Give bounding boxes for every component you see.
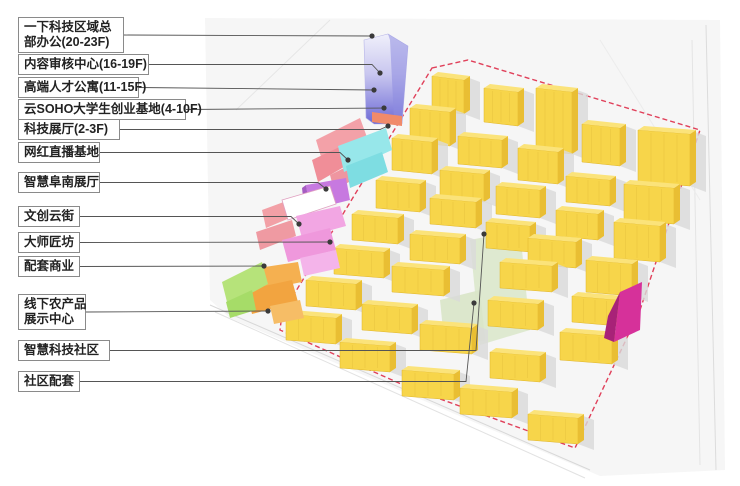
hq-tower xyxy=(363,33,409,126)
leader-dot-livestream xyxy=(345,157,351,163)
residential-block xyxy=(429,194,492,234)
residential-block xyxy=(637,126,706,192)
leader-line-apartment xyxy=(138,87,375,91)
teal-zone xyxy=(338,128,392,188)
label-agri-line-2: 展示中心 xyxy=(24,312,75,326)
residential-block xyxy=(499,258,568,298)
residential-block xyxy=(555,206,614,246)
residential-block xyxy=(431,72,480,120)
leader-dot-hq xyxy=(369,33,375,39)
label-community-line-1: 智慧科技社区 xyxy=(24,343,100,357)
leader-dot-apartment xyxy=(371,87,377,93)
leader-dot-facility xyxy=(471,300,477,306)
residential-block xyxy=(457,132,518,174)
leader-line-community xyxy=(110,233,485,351)
residential-block xyxy=(333,244,400,284)
label-funan-line-1: 智慧阜南展厅 xyxy=(24,175,100,189)
leader-line-craft xyxy=(79,241,331,243)
residential-block xyxy=(613,218,676,268)
leader-line-soho xyxy=(185,107,385,110)
leader-lines xyxy=(79,33,487,382)
label-funan: 智慧阜南展厅 xyxy=(18,172,100,193)
community-facility-building xyxy=(604,282,642,342)
label-community: 智慧科技社区 xyxy=(18,340,110,361)
label-retail: 配套商业 xyxy=(18,256,80,277)
label-hq-line-1: 一下科技区域总 xyxy=(24,20,112,34)
leader-line-culture xyxy=(80,216,300,225)
label-review-line-1: 内容审核中心(16-19F) xyxy=(24,57,147,71)
label-soho: 云SOHO大学生创业基地(4-10F) xyxy=(18,99,202,120)
label-exhibit-line-1: 科技展厅(2-3F) xyxy=(24,122,109,136)
residential-block xyxy=(409,230,476,270)
leader-dot-craft xyxy=(327,239,333,245)
residential-block xyxy=(459,384,528,424)
label-facility-line-1: 社区配套 xyxy=(24,374,75,388)
residential-block xyxy=(483,84,534,132)
leader-line-agri xyxy=(85,310,269,313)
label-culture: 文创云街 xyxy=(18,206,80,227)
leader-line-exhibit xyxy=(120,125,389,130)
residential-block xyxy=(351,210,414,250)
leader-dot-community xyxy=(481,231,487,237)
label-retail-line-1: 配套商业 xyxy=(24,259,75,273)
leader-dot-agri xyxy=(265,308,271,314)
residential-block xyxy=(623,180,690,230)
residential-block xyxy=(419,320,488,360)
label-exhibit: 科技展厅(2-3F) xyxy=(18,119,120,140)
residential-block xyxy=(487,296,554,336)
label-apartment: 高端人才公寓(11-15F) xyxy=(18,77,147,98)
leader-dot-exhibit xyxy=(385,123,391,129)
label-facility: 社区配套 xyxy=(18,371,80,392)
label-apartment-line-1: 高端人才公寓(11-15F) xyxy=(24,80,147,94)
label-culture-line-1: 文创云街 xyxy=(24,209,75,223)
leader-line-review xyxy=(149,64,381,74)
leader-line-livestream xyxy=(100,152,349,161)
leader-line-funan xyxy=(100,182,327,190)
leader-dot-soho xyxy=(381,105,387,111)
label-soho-line-1: 云SOHO大学生创业基地(4-10F) xyxy=(24,102,202,116)
label-agri: 线下农产品展示中心 xyxy=(18,294,87,330)
leader-dot-culture xyxy=(296,221,302,227)
label-craft: 大师匠坊 xyxy=(18,232,80,253)
residential-block xyxy=(391,262,460,302)
leader-dot-funan xyxy=(323,186,329,192)
leader-line-hq xyxy=(123,34,373,37)
residential-block xyxy=(305,276,372,316)
label-hq-line-2: 部办公(20-23F) xyxy=(24,35,110,49)
residential-block xyxy=(565,172,626,212)
residential-block xyxy=(581,120,636,172)
residential-block xyxy=(527,410,594,450)
label-livestream: 网红直播基地 xyxy=(18,142,100,163)
residential-block xyxy=(339,338,406,378)
craft-workshop-zone xyxy=(282,206,346,276)
label-review: 内容审核中心(16-19F) xyxy=(18,54,149,75)
residential-block xyxy=(517,144,574,190)
label-hq: 一下科技区域总部办公(20-23F) xyxy=(18,17,124,53)
residential-block xyxy=(489,348,556,388)
label-craft-line-1: 大师匠坊 xyxy=(24,235,75,249)
residential-block xyxy=(495,182,556,224)
label-agri-line-1: 线下农产品 xyxy=(24,297,87,311)
leader-line-facility xyxy=(80,302,475,382)
leader-dot-retail xyxy=(261,263,267,269)
residential-buildings xyxy=(285,72,706,450)
leader-line-retail xyxy=(79,265,265,267)
label-livestream-line-1: 网红直播基地 xyxy=(24,145,100,159)
leader-dot-review xyxy=(377,70,383,76)
